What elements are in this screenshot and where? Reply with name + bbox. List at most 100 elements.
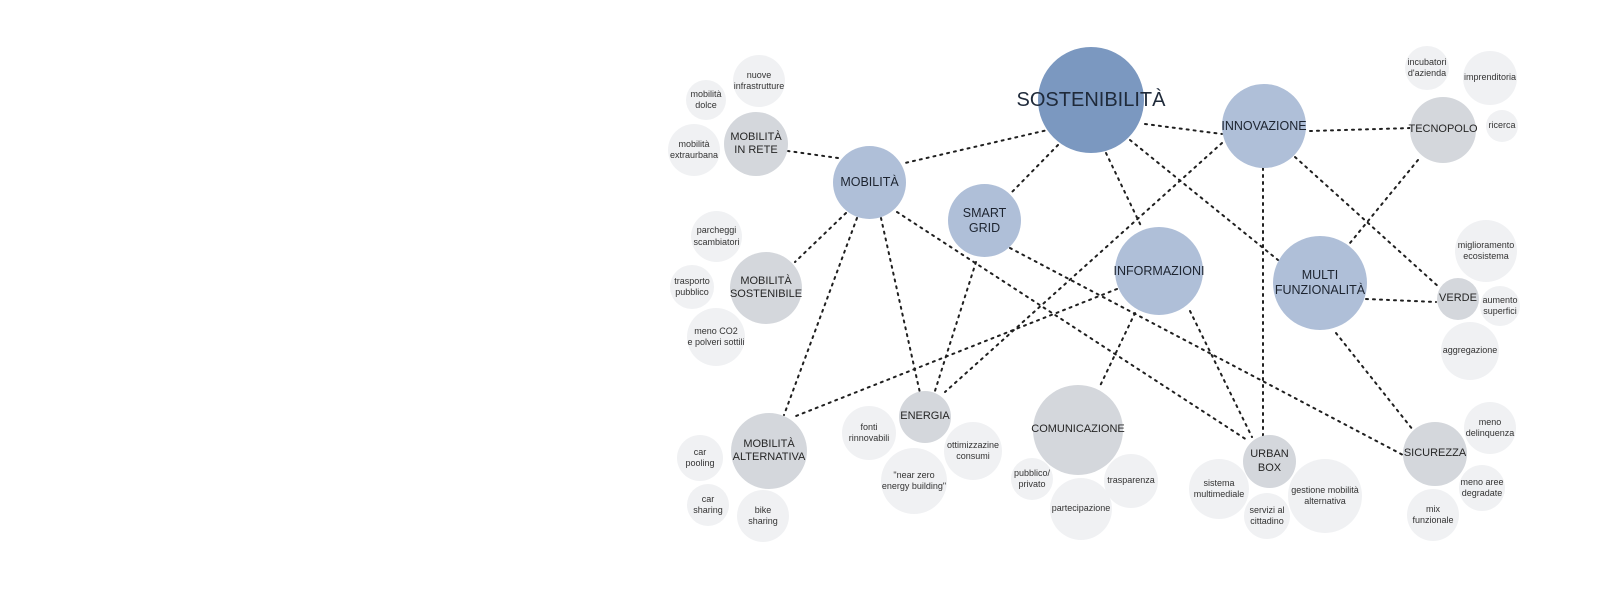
- link-sostenibilita-smartgrid: [1011, 144, 1059, 193]
- leaf-label: servizi al cittadino: [1249, 504, 1285, 526]
- leaf-mix-funzionale: mix funzionale: [1407, 489, 1459, 541]
- leaf-meno-delinquenza: meno delinquenza: [1464, 402, 1516, 454]
- leaf-label: partecipazione: [1051, 503, 1111, 514]
- node-sicurezza: SICUREZZA: [1403, 422, 1467, 486]
- leaf-label: car sharing: [693, 493, 723, 515]
- link-innovazione-energia: [944, 142, 1223, 393]
- leaf-mobilita-dolce: mobilità dolce: [686, 80, 726, 120]
- link-multifunzionalita-verde: [1365, 298, 1437, 303]
- node-urban-box: URBAN BOX: [1243, 435, 1296, 488]
- leaf-label: trasparenza: [1107, 475, 1155, 486]
- node-label: TECNOPOLO: [1408, 123, 1478, 136]
- link-innovazione-verde: [1294, 156, 1441, 289]
- leaf-sistema-multimediale: sistema multimediale: [1189, 459, 1249, 519]
- leaf-nuove-infrastrutture: nuove infrastrutture: [733, 55, 785, 107]
- leaf-parcheggi-scambiatori: parcheggi scambiatori: [691, 211, 742, 262]
- leaf-partecipazione: partecipazione: [1050, 478, 1112, 540]
- link-tecnopolo-multifunzionalita: [1349, 159, 1419, 244]
- node-label: URBAN BOX: [1250, 448, 1289, 474]
- leaf-trasparenza: trasparenza: [1104, 454, 1158, 508]
- node-label: INFORMAZIONI: [1113, 263, 1205, 278]
- leaf-incubatori: incubatori d'azienda: [1405, 46, 1449, 90]
- leaf-imprenditoria: imprenditoria: [1463, 51, 1517, 105]
- leaf-label: ricerca: [1488, 120, 1516, 131]
- link-sostenibilita-mobilita: [904, 125, 1066, 164]
- node-label: VERDE: [1439, 292, 1477, 305]
- leaf-miglioramento-ecosistema: miglioramento ecosistema: [1455, 220, 1517, 282]
- leaf-label: mix funzionale: [1412, 503, 1454, 525]
- node-label: MOBILITÀ ALTERNATIVA: [732, 437, 806, 463]
- node-label: SOSTENIBILITÀ: [1016, 88, 1166, 111]
- leaf-aggregazione: aggregazione: [1441, 322, 1499, 380]
- leaf-label: meno delinquenza: [1465, 416, 1515, 438]
- leaf-gestione-mobilita: gestione mobilità alternativa: [1288, 459, 1362, 533]
- link-mobilita-sostenibile: [794, 212, 847, 263]
- node-multifunzionalita: MULTI FUNZIONALITÀ: [1273, 236, 1367, 330]
- link-mobilita-inrete: [787, 150, 839, 159]
- leaf-label: miglioramento ecosistema: [1457, 239, 1515, 261]
- leaf-label: ottimizzazine consumi: [946, 439, 1000, 461]
- node-label: SICUREZZA: [1403, 447, 1467, 460]
- node-label: MOBILITÀ IN RETE: [730, 130, 782, 156]
- leaf-fonti-rinnovabili: fonti rinnovabili: [842, 406, 896, 460]
- node-verde: VERDE: [1437, 278, 1479, 320]
- node-smart-grid: SMART GRID: [948, 184, 1021, 257]
- node-label: INNOVAZIONE: [1221, 118, 1307, 133]
- leaf-label: mobilità dolce: [690, 88, 722, 110]
- link-sostenibilita-innovazione: [1144, 123, 1223, 135]
- leaf-ottimizzazione-consumi: ottimizzazine consumi: [944, 422, 1002, 480]
- link-mobilita-alternativa: [783, 217, 858, 416]
- node-label: MOBILITÀ: [840, 175, 899, 189]
- link-mobilita-energia: [880, 217, 921, 394]
- leaf-label: car pooling: [685, 446, 715, 468]
- link-smartgrid-energia: [933, 261, 977, 395]
- leaf-label: mobilità extraurbana: [669, 138, 719, 160]
- leaf-label: meno aree degradate: [1460, 476, 1504, 498]
- leaf-label: gestione mobilità alternativa: [1291, 484, 1359, 506]
- leaf-car-sharing: car sharing: [687, 484, 729, 526]
- leaf-label: pubblico/ privato: [1013, 467, 1051, 489]
- leaf-label: imprenditoria: [1463, 72, 1517, 83]
- node-energia: ENERGIA: [899, 391, 951, 443]
- node-informazioni: INFORMAZIONI: [1113, 227, 1205, 315]
- link-multifunzionalita-sicurezza: [1335, 332, 1414, 431]
- node-mobilita-sostenibile: MOBILITÀ SOSTENIBILE: [730, 252, 802, 324]
- node-label: MOBILITÀ SOSTENIBILE: [729, 274, 803, 300]
- link-mobilita-urbanbox: [896, 211, 1248, 441]
- link-informazioni-alternativa: [795, 288, 1118, 417]
- node-sostenibilita: SOSTENIBILITÀ: [1017, 47, 1165, 153]
- leaf-meno-aree-degradate: meno aree degradate: [1459, 465, 1505, 511]
- leaf-pubblico-privato: pubblico/ privato: [1011, 458, 1053, 500]
- leaf-label: "near zero energy building": [881, 469, 947, 491]
- link-sostenibilita-informazioni: [1105, 152, 1143, 229]
- node-innovazione: INNOVAZIONE: [1221, 84, 1307, 168]
- leaf-servizi-cittadino: servizi al cittadino: [1244, 493, 1290, 539]
- node-label: MULTI FUNZIONALITÀ: [1274, 268, 1366, 297]
- leaf-ricerca: ricerca: [1486, 110, 1518, 142]
- node-label: SMART GRID: [962, 205, 1007, 235]
- leaf-meno-co2: meno CO2 e polveri sottili: [687, 308, 745, 366]
- link-informazioni-urbanbox: [1189, 310, 1253, 438]
- leaf-label: trasporto pubblico: [674, 275, 710, 297]
- leaf-label: sistema multimediale: [1193, 477, 1245, 499]
- leaf-label: aggregazione: [1442, 345, 1498, 356]
- leaf-near-zero-energy: "near zero energy building": [881, 448, 947, 514]
- leaf-label: incubatori d'azienda: [1407, 56, 1447, 78]
- node-tecnopolo: TECNOPOLO: [1408, 97, 1478, 163]
- node-mobilita: MOBILITÀ: [833, 146, 906, 219]
- link-innovazione-tecnopolo: [1309, 127, 1413, 132]
- link-informazioni-comunicazione: [1099, 312, 1136, 387]
- leaf-mobilita-extraurbana: mobilità extraurbana: [668, 124, 720, 176]
- node-comunicazione: COMUNICAZIONE: [1031, 385, 1125, 475]
- leaf-bike-sharing: bike sharing: [737, 490, 789, 542]
- leaf-aumento-superfici: aumento superfici: [1480, 286, 1520, 326]
- link-smartgrid-sicurezza: [1009, 247, 1404, 456]
- node-label: COMUNICAZIONE: [1031, 423, 1125, 436]
- node-mobilita-in-rete: MOBILITÀ IN RETE: [724, 112, 788, 176]
- node-mobilita-alternativa: MOBILITÀ ALTERNATIVA: [731, 413, 807, 489]
- leaf-car-pooling: car pooling: [677, 435, 723, 481]
- leaf-label: fonti rinnovabili: [848, 421, 890, 443]
- leaf-label: bike sharing: [748, 504, 778, 526]
